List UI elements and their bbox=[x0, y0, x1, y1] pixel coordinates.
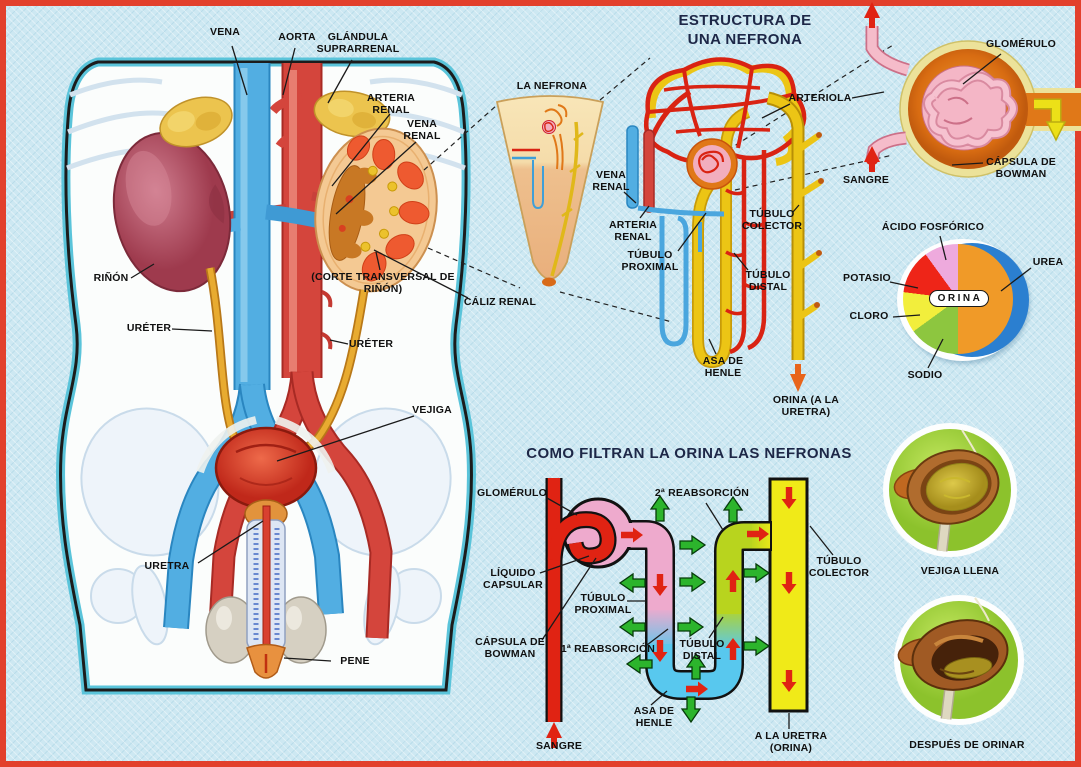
aorta-iliac bbox=[207, 370, 393, 643]
label-vena-renal-nefrona: VENA RENAL bbox=[592, 169, 630, 194]
peritubular-capillaries bbox=[725, 150, 767, 355]
bladder-empty-circle bbox=[894, 595, 1024, 725]
filtration-section-title: COMO FILTRAN LA ORINA LAS NEFRONAS bbox=[526, 445, 852, 462]
orina-center-label: ORINA bbox=[929, 290, 989, 307]
blood-in-arrow bbox=[864, 146, 880, 172]
label-tubulo-colector-filtracion: TÚBULO COLECTOR bbox=[808, 555, 870, 580]
label-arteria-renal: ARTERIA RENAL bbox=[366, 92, 416, 117]
label-uretra: URETRA bbox=[144, 560, 190, 572]
magnification-dashed-lines bbox=[423, 44, 894, 323]
label-orina-nefrona: ORINA (A LA URETRA) bbox=[772, 394, 840, 419]
label-aorta: AORTA bbox=[278, 31, 316, 43]
penis bbox=[246, 505, 286, 679]
label-glandula-suprarrenal: GLÁNDULA SUPRARRENAL bbox=[316, 31, 400, 56]
glomerulus-coil bbox=[921, 65, 1018, 151]
vena-cava bbox=[163, 63, 344, 629]
label-arteria-renal-nefrona: ARTERIA RENAL bbox=[608, 219, 658, 244]
label-vejiga-llena: VEJIGA LLENA bbox=[920, 565, 1000, 577]
urine-down-arrow bbox=[790, 364, 806, 392]
capillary-mesh bbox=[644, 57, 807, 166]
flow-arrows bbox=[621, 487, 797, 697]
label-despues-de-orinar: DESPUÉS DE ORINAR bbox=[909, 739, 1025, 751]
label-vejiga: VEJIGA bbox=[412, 404, 452, 416]
label-tubulo-proximal-filtracion: TÚBULO PROXIMAL bbox=[574, 592, 632, 617]
label-tubulo-proximal-nefrona: TÚBULO PROXIMAL bbox=[621, 249, 679, 274]
label-asa-de-henle-nefrona: ASA DE HENLE bbox=[702, 355, 744, 380]
label-capsula-bowman-filtracion: CÁPSULA DE BOWMAN bbox=[475, 636, 545, 661]
label-corte-transversal: (CORTE TRANSVERSAL DE RIÑÓN) bbox=[311, 271, 455, 296]
skeleton-hints bbox=[66, 77, 466, 646]
label-sangre-closeup: SANGRE bbox=[842, 174, 890, 186]
label-capsula-bowman-closeup: CÁPSULA DE BOWMAN bbox=[986, 156, 1056, 181]
label-tubulo-distal-filtracion: TÚBULO DISTAL bbox=[679, 638, 725, 663]
label-ureter-izquierdo: URÉTER bbox=[126, 322, 172, 334]
renal-artery-stub bbox=[643, 129, 655, 213]
label-urea: UREA bbox=[1032, 256, 1064, 268]
leader-lines bbox=[130, 45, 1032, 729]
label-asa-de-henle-filtracion: ASA DE HENLE bbox=[633, 705, 675, 730]
left-adrenal-gland bbox=[159, 96, 233, 148]
label-pene: PENE bbox=[340, 655, 370, 667]
renal-vein-stub bbox=[626, 125, 639, 209]
label-vena-renal: VENA RENAL bbox=[403, 118, 441, 143]
label-arteriola: ARTERIOLA bbox=[788, 92, 852, 104]
nephron-section-title: ESTRUCTURA DE UNA NEFRONA bbox=[678, 12, 812, 48]
label-sangre-filtracion: SANGRE bbox=[535, 740, 583, 752]
bladder bbox=[196, 416, 336, 510]
arterioles bbox=[865, 26, 910, 165]
bowman-capsule-bulb bbox=[562, 497, 634, 569]
label-tubulo-colector-nefrona: TÚBULO COLECTOR bbox=[741, 208, 803, 233]
bladder-full-circle bbox=[883, 423, 1017, 557]
label-caliz-renal: CÁLIZ RENAL bbox=[463, 296, 537, 308]
glomerulus-closeup bbox=[864, 2, 1081, 178]
prostate bbox=[244, 499, 288, 529]
label-liquido-capsular: LÍQUIDO CAPSULAR bbox=[483, 567, 543, 592]
label-sodio: SODIO bbox=[907, 369, 943, 381]
label-rinon: RIÑÓN bbox=[93, 272, 129, 284]
label-glomerulo-closeup: GLOMÉRULO bbox=[985, 38, 1057, 50]
label-potasio: POTASIO bbox=[843, 272, 891, 284]
label-segunda-reabsorcion: 2ª REABSORCIÓN bbox=[654, 487, 750, 499]
collecting-duct-column bbox=[768, 477, 809, 713]
body-silhouette bbox=[56, 57, 476, 695]
label-cloro: CLORO bbox=[849, 310, 889, 322]
filtrate-out-arrow bbox=[1034, 98, 1067, 142]
testes bbox=[205, 596, 327, 664]
label-glomerulo-filtracion: GLOMÉRULO bbox=[476, 487, 548, 499]
label-a-la-uretra: A LA URETRA (ORINA) bbox=[754, 730, 828, 755]
label-tubulo-distal-nefrona: TÚBULO DISTAL bbox=[745, 269, 791, 294]
blood-out-arrow bbox=[864, 2, 880, 28]
label-ureter-derecho: URÉTER bbox=[348, 338, 394, 350]
label-la-nefrona: LA NEFRONA bbox=[516, 80, 588, 92]
nephron-glomerulus bbox=[686, 138, 738, 190]
torso-illustration bbox=[56, 57, 476, 695]
label-vena: VENA bbox=[210, 26, 240, 38]
aorta bbox=[211, 63, 352, 378]
label-primera-reabsorcion: 1ª REABSORCIÓN bbox=[560, 643, 656, 655]
label-acido-fosforico: ÁCIDO FOSFÓRICO bbox=[881, 221, 985, 233]
